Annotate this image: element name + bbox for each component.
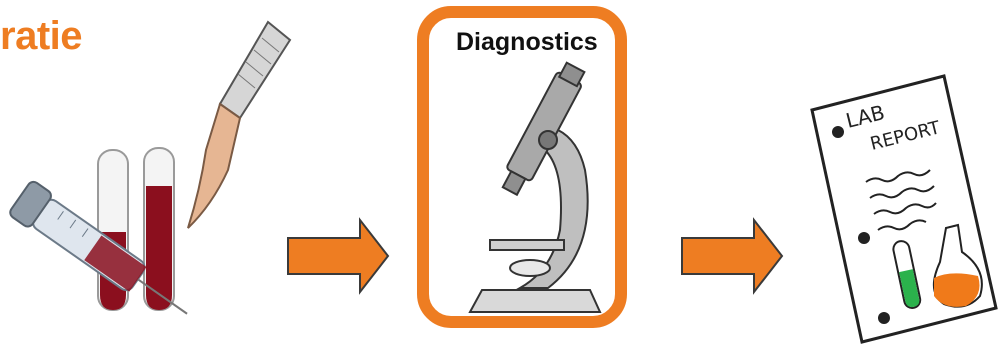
diagnostics-label: Diagnostics — [456, 28, 598, 57]
scalpel-icon — [188, 22, 290, 228]
blood-tubes-icon — [98, 148, 174, 310]
arrow-right-icon — [682, 220, 782, 292]
lab-report-icon: LAB REPORT — [812, 76, 996, 342]
arrow-right-icon — [288, 220, 388, 292]
